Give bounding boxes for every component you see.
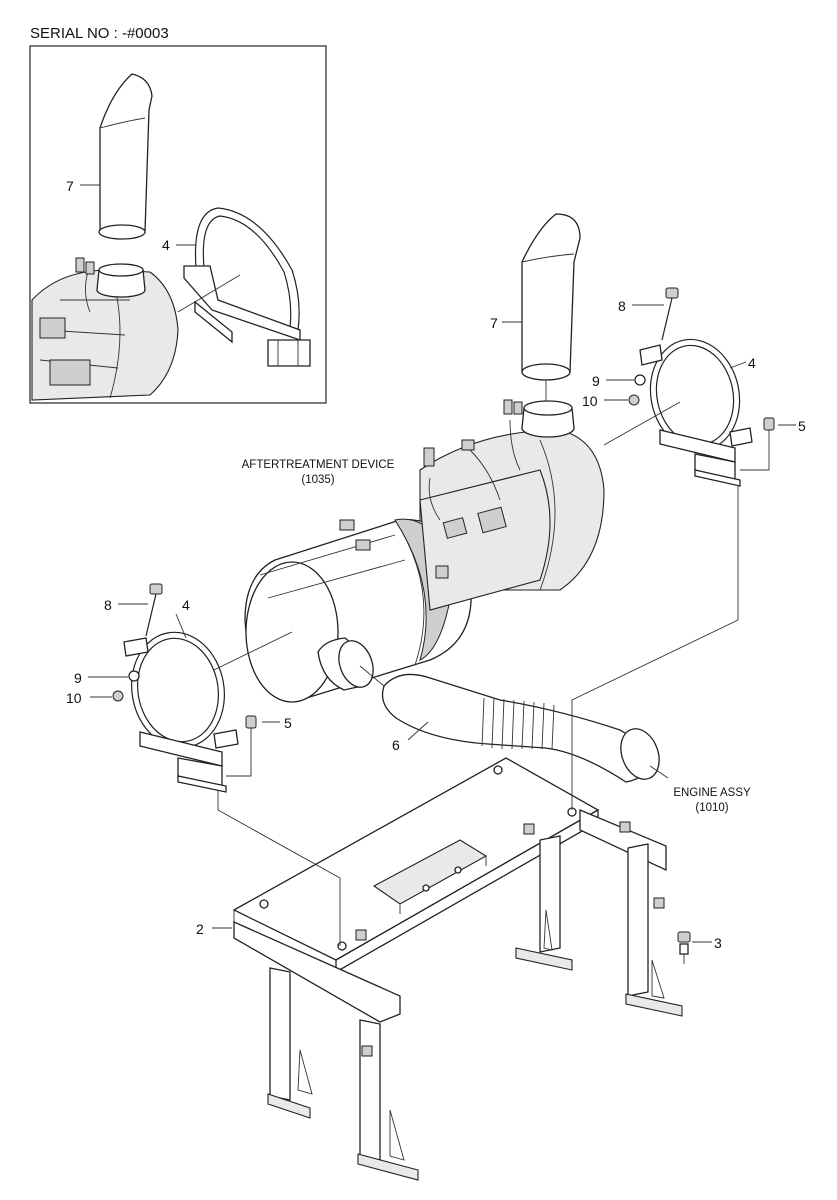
callout-inset-7: 7	[66, 178, 74, 194]
callout-bolt-3: 3	[714, 935, 722, 951]
callout-right-10: 10	[582, 393, 598, 409]
inset-mounting-band	[183, 207, 311, 367]
left-band-clamp	[123, 631, 239, 793]
support-bracket	[232, 757, 683, 1181]
callout-main-7: 7	[490, 315, 498, 331]
callout-bracket-2: 2	[196, 921, 204, 937]
leader-engine	[649, 765, 669, 779]
left-bolt-5	[226, 715, 257, 777]
engine-ref: (1010)	[695, 802, 728, 814]
callout-right-5: 5	[798, 418, 806, 434]
aftertreatment-device	[244, 399, 605, 703]
left-nut-10	[112, 690, 124, 702]
inset-stack-pipe	[98, 73, 153, 240]
callout-right-9: 9	[592, 373, 600, 389]
callout-right-8: 8	[618, 298, 626, 314]
callout-left-9: 9	[74, 670, 82, 686]
inset-frame	[29, 45, 327, 404]
flex-pipe	[381, 673, 660, 783]
callout-left-8: 8	[104, 597, 112, 613]
serial-number-label: SERIAL NO : -#0003	[30, 25, 169, 42]
inset-leader-4b	[177, 274, 241, 313]
callout-left-10: 10	[66, 690, 82, 706]
left-washer-9	[128, 670, 140, 682]
callout-left-4: 4	[182, 597, 190, 613]
right-bolt-5	[740, 417, 775, 471]
callout-pipe-6: 6	[392, 737, 400, 753]
aftertreatment-caption: AFTERTREATMENT DEVICE	[242, 459, 395, 471]
leader-left-clamp-axis	[213, 631, 293, 671]
left-bolt-8	[145, 583, 163, 637]
callout-right-4: 4	[748, 355, 756, 371]
leader-right-4	[729, 361, 747, 369]
leader-left-mount	[217, 790, 341, 946]
right-bolt-8	[661, 287, 679, 341]
engine-caption: ENGINE ASSY	[673, 787, 751, 799]
aftertreatment-ref: (1035)	[301, 474, 334, 486]
exhaust-stack-pipe	[521, 213, 581, 381]
leader-pipe-6	[407, 721, 429, 741]
right-band-clamp	[639, 338, 753, 487]
leader-pipe-axis	[359, 665, 385, 687]
callout-inset-4: 4	[162, 237, 170, 253]
bracket-bolt-3	[677, 931, 691, 964]
right-washer-9	[634, 374, 646, 386]
right-nut-10	[628, 394, 640, 406]
leader-right-mount	[571, 486, 739, 810]
leader-left-4	[175, 613, 187, 639]
callout-left-5: 5	[284, 715, 292, 731]
leader-right-clamp-axis	[603, 401, 681, 446]
inset-drawing	[31, 257, 179, 401]
